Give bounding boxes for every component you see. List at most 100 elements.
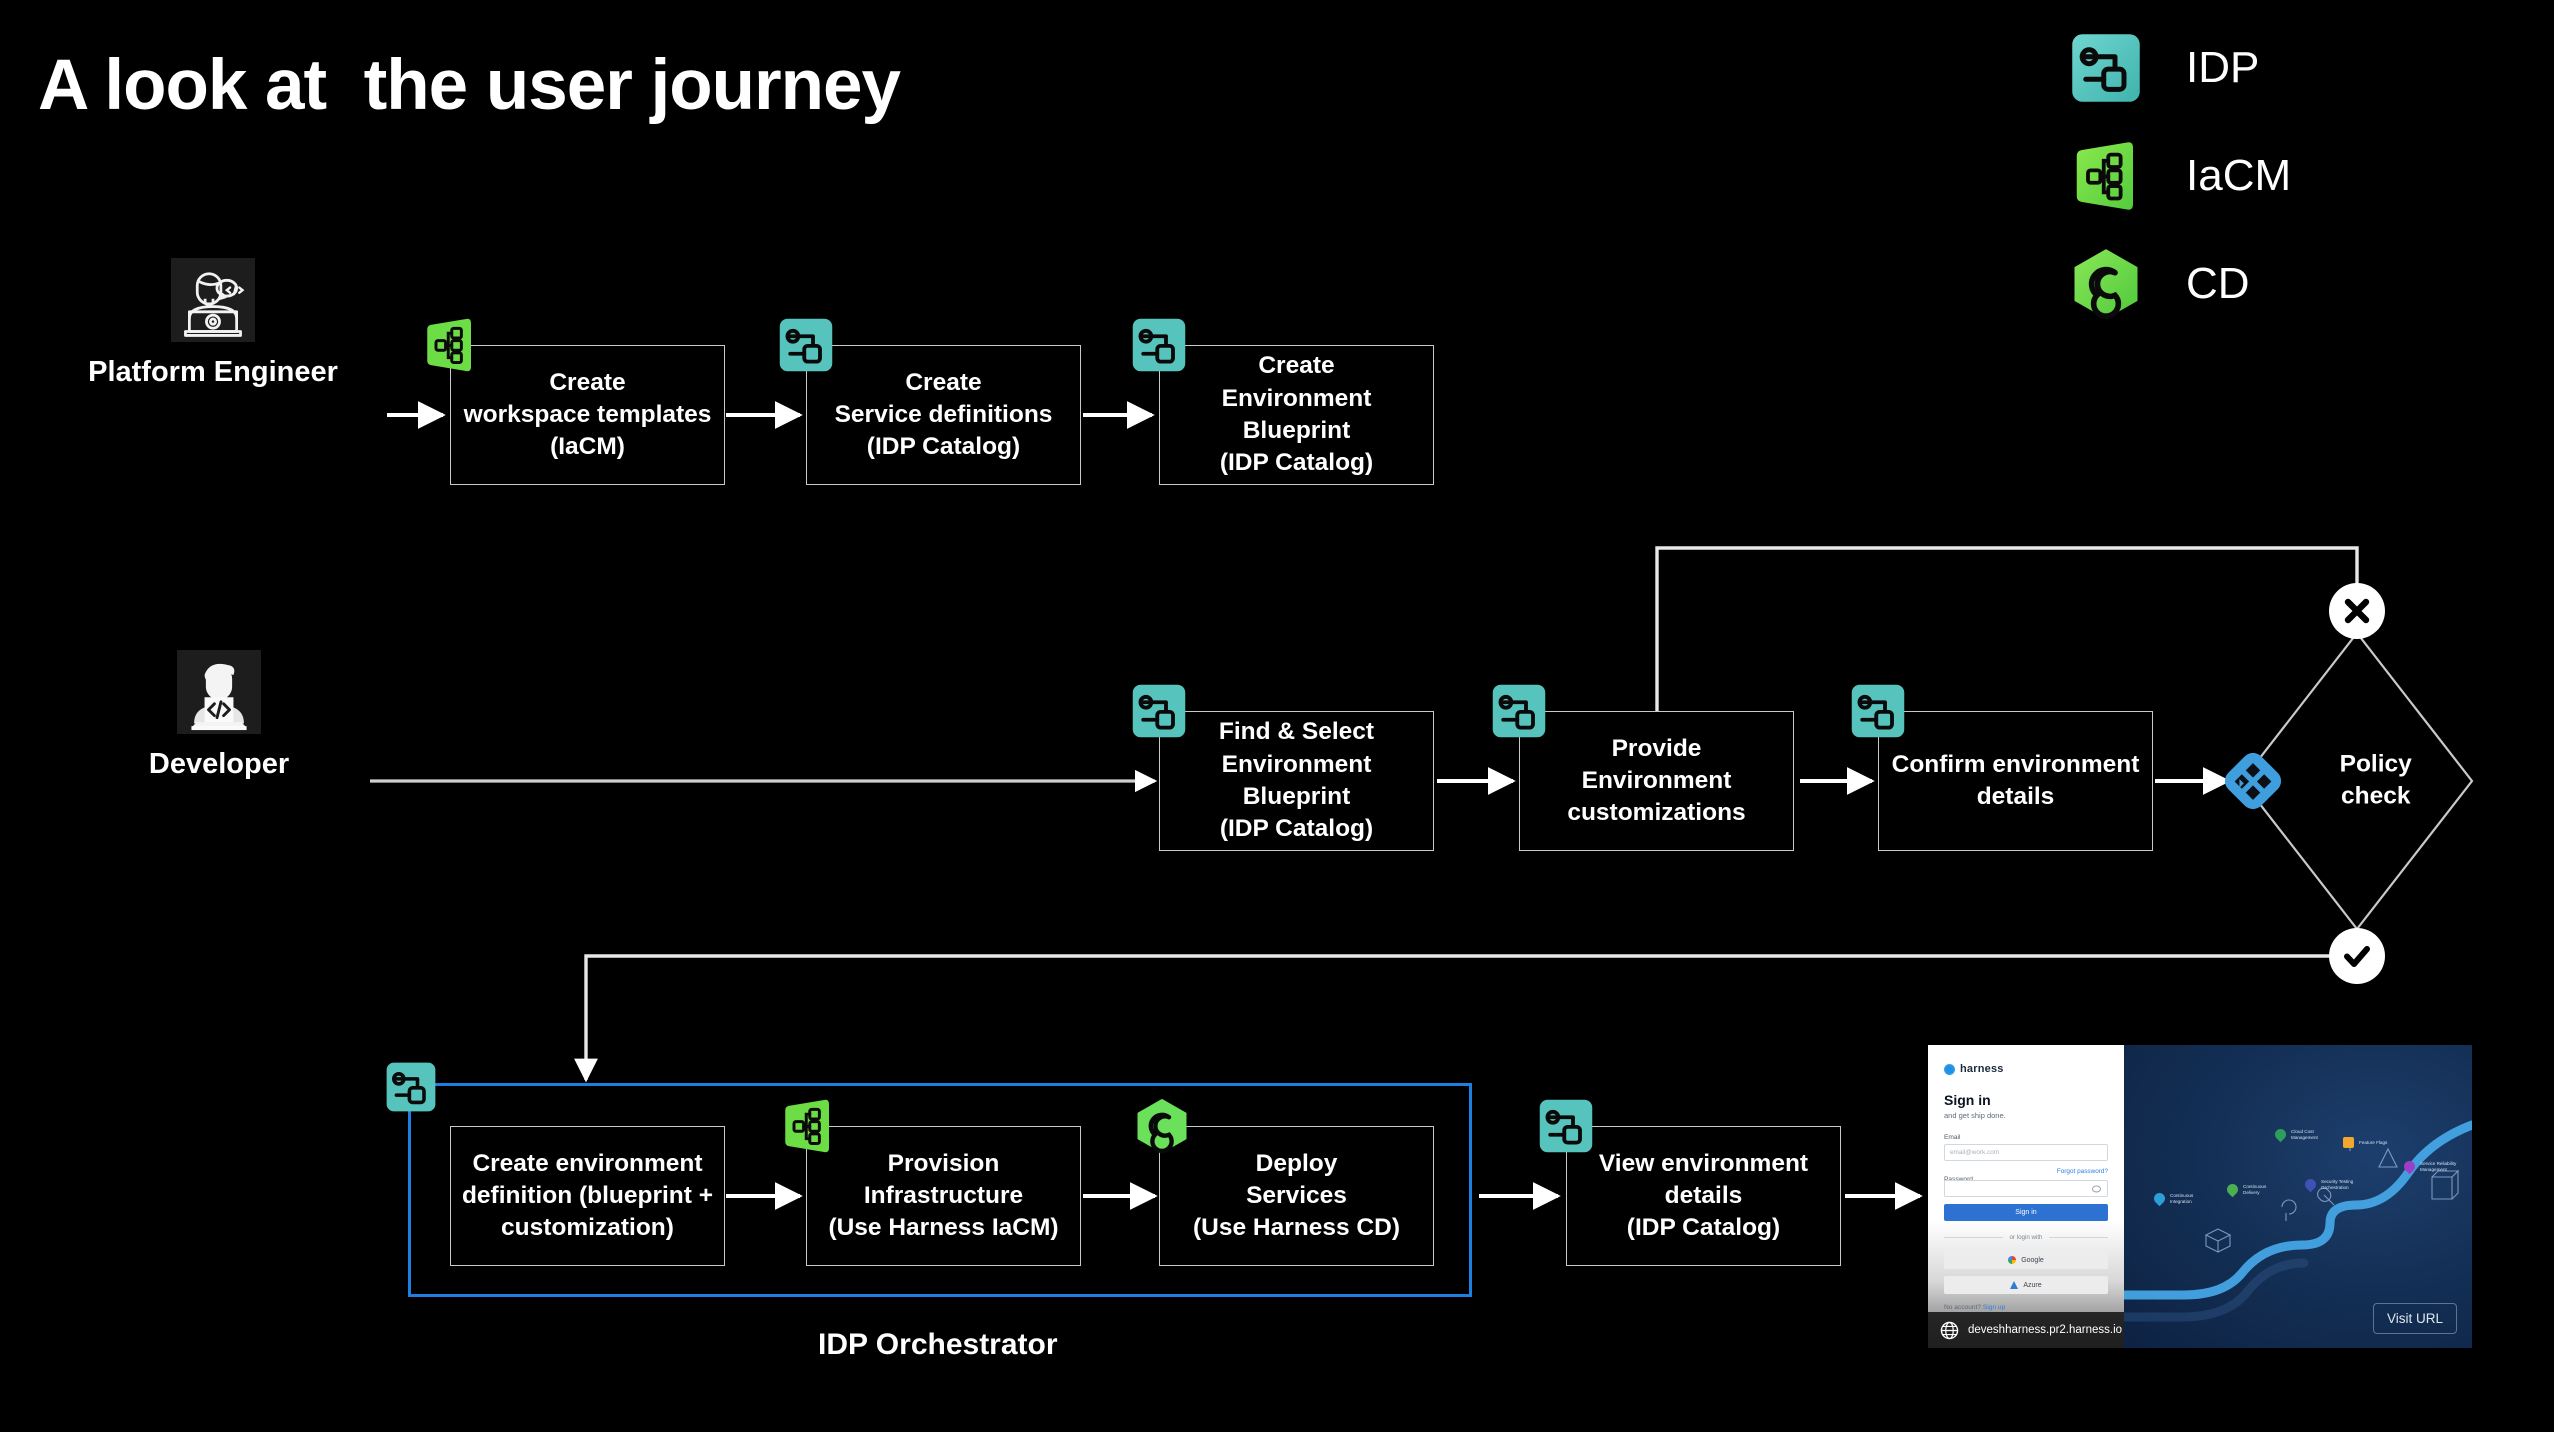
step-label: Create workspace templates (IaCM) xyxy=(463,368,712,461)
cd-icon xyxy=(2070,248,2142,320)
step-deploy-services[interactable]: Deploy Services (Use Harness CD) xyxy=(1159,1126,1434,1266)
legend-item-iacm: IaCM xyxy=(2070,122,2291,230)
hero-node-ci: Continuous Integration xyxy=(2151,1190,2194,1207)
policy-opa-icon xyxy=(2222,750,2284,812)
legend-label-cd: CD xyxy=(2186,259,2250,308)
step-view-environment-details[interactable]: View environment details (IDP Catalog) xyxy=(1566,1126,1841,1266)
signin-button[interactable]: Sign in xyxy=(1944,1204,2108,1221)
password-label: Password xyxy=(1944,1176,1973,1183)
node-pin-icon xyxy=(2151,1190,2168,1207)
idp-icon xyxy=(1491,683,1547,739)
harness-logo-text: harness xyxy=(1960,1063,2004,1075)
node-pin-icon xyxy=(2302,1176,2319,1193)
idp-icon xyxy=(385,1061,437,1113)
password-field[interactable] xyxy=(1944,1180,2108,1197)
step-label: Find & Select Environment Blueprint (IDP… xyxy=(1218,718,1375,843)
step-label: Create environment definition (blueprint… xyxy=(461,1149,714,1242)
step-label: View environment details (IDP Catalog) xyxy=(1598,1149,1809,1242)
legend-label-idp: IDP xyxy=(2186,43,2260,92)
signin-preview-card[interactable]: harness Sign in and get ship done. Email… xyxy=(1928,1045,2472,1348)
group-idp-orchestrator xyxy=(408,1083,1472,1297)
persona-platform-engineer: Platform Engineer xyxy=(88,258,338,388)
signin-subheading: and get ship done. xyxy=(1944,1111,2006,1120)
signin-panel: harness Sign in and get ship done. Email… xyxy=(1928,1045,2124,1348)
group-label-idp-orchestrator: IDP Orchestrator xyxy=(818,1328,1058,1361)
step-create-service-definitions[interactable]: Create Service definitions (IDP Catalog) xyxy=(806,345,1081,485)
cd-icon xyxy=(1134,1098,1190,1154)
reject-x-icon xyxy=(2329,583,2385,639)
step-create-environment-blueprint[interactable]: Create Environment Blueprint (IDP Catalo… xyxy=(1159,345,1434,485)
approve-check-icon xyxy=(2329,928,2385,984)
forgot-password-link[interactable]: Forgot password? xyxy=(2056,1168,2108,1175)
node-pin-icon xyxy=(2272,1126,2289,1143)
sso-google-button[interactable]: Google xyxy=(1944,1251,2108,1269)
visit-url-button[interactable]: Visit URL xyxy=(2372,1303,2457,1334)
idp-icon xyxy=(778,317,834,373)
iacm-icon xyxy=(422,317,478,373)
platform-engineer-avatar xyxy=(171,258,255,342)
eye-icon[interactable] xyxy=(2092,1185,2101,1192)
hero-node-ff: Feature Flags xyxy=(2343,1137,2388,1148)
email-field[interactable]: email@work.com xyxy=(1944,1144,2108,1161)
harness-logo: harness xyxy=(1944,1063,2108,1075)
node-pin-icon xyxy=(2343,1137,2354,1148)
hero-node-label: Service Reliability Management xyxy=(2420,1161,2457,1172)
hero-node-label: Cloud Cost Management xyxy=(2291,1129,2318,1140)
email-placeholder: email@work.com xyxy=(1950,1149,2000,1156)
step-label: Confirm environment details xyxy=(1891,750,2140,810)
globe-icon xyxy=(1940,1321,1959,1339)
signin-hero-graphic: Continuous Integration Continuous Delive… xyxy=(2124,1045,2472,1348)
sso-google-label: Google xyxy=(2021,1256,2044,1264)
hero-node-cd: Continuous Delivery xyxy=(2224,1181,2267,1198)
decision-label: Policy check xyxy=(2339,750,2412,810)
idp-icon xyxy=(1131,683,1187,739)
node-pin-icon xyxy=(2401,1158,2418,1175)
idp-icon xyxy=(1131,317,1187,373)
step-label: Create Service definitions (IDP Catalog) xyxy=(834,368,1053,461)
step-find-select-environment-blueprint[interactable]: Find & Select Environment Blueprint (IDP… xyxy=(1159,711,1434,851)
step-create-workspace-templates[interactable]: Create workspace templates (IaCM) xyxy=(450,345,725,485)
hero-node-label: Feature Flags xyxy=(2359,1139,2388,1145)
step-confirm-environment-details[interactable]: Confirm environment details xyxy=(1878,711,2153,851)
developer-avatar xyxy=(177,650,261,734)
google-icon xyxy=(2008,1256,2017,1264)
step-provision-infrastructure[interactable]: Provision Infrastructure (Use Harness Ia… xyxy=(806,1126,1081,1266)
persona-label-developer: Developer xyxy=(148,748,290,780)
persona-developer: Developer xyxy=(149,650,289,780)
hero-node-label: Continuous Integration xyxy=(2170,1193,2194,1204)
step-label: Provide Environment customizations xyxy=(1567,734,1746,827)
legend: IDP IaCM xyxy=(2070,14,2291,338)
url-bar: deveshharness.pr2.harness.io xyxy=(1928,1312,2124,1348)
hero-node-label: Security Testing Orchestration xyxy=(2321,1179,2354,1190)
idp-icon xyxy=(1538,1098,1594,1154)
sso-azure-button[interactable]: Azure xyxy=(1944,1276,2108,1294)
step-create-environment-definition[interactable]: Create environment definition (blueprint… xyxy=(450,1126,725,1266)
signin-heading: Sign in xyxy=(1944,1092,1991,1108)
iacm-icon xyxy=(780,1098,836,1154)
hero-node-label: Continuous Delivery xyxy=(2243,1184,2267,1195)
azure-icon xyxy=(2010,1281,2019,1289)
email-label: Email xyxy=(1944,1134,1961,1141)
signup-link[interactable]: Sign up xyxy=(1982,1304,2006,1311)
step-label: Provision Infrastructure (Use Harness Ia… xyxy=(828,1149,1059,1242)
step-label: Deploy Services (Use Harness CD) xyxy=(1193,1149,1400,1242)
slide-title: A look at the user journey xyxy=(38,46,901,125)
step-provide-environment-customizations[interactable]: Provide Environment customizations xyxy=(1519,711,1794,851)
harness-logo-mark xyxy=(1944,1063,1955,1075)
divider-text: or login with xyxy=(2009,1234,2043,1241)
legend-item-idp: IDP xyxy=(2070,14,2291,122)
no-account-text: No account? xyxy=(1944,1304,1982,1311)
hero-node-sto: Security Testing Orchestration xyxy=(2302,1176,2354,1193)
idp-icon xyxy=(2070,32,2142,104)
iacm-icon xyxy=(2070,140,2142,212)
preview-url: deveshharness.pr2.harness.io xyxy=(1968,1324,2123,1336)
legend-item-cd: CD xyxy=(2070,230,2291,338)
persona-label-platform-engineer: Platform Engineer xyxy=(88,356,338,388)
sso-azure-label: Azure xyxy=(2023,1281,2042,1289)
step-label: Create Environment Blueprint (IDP Catalo… xyxy=(1219,352,1374,477)
hero-node-srm: Service Reliability Management xyxy=(2401,1158,2457,1175)
legend-label-iacm: IaCM xyxy=(2186,151,2292,200)
no-account-row: No account? Sign up xyxy=(1944,1304,2108,1311)
divider-label: or login with xyxy=(1944,1234,2108,1241)
idp-icon xyxy=(1850,683,1906,739)
